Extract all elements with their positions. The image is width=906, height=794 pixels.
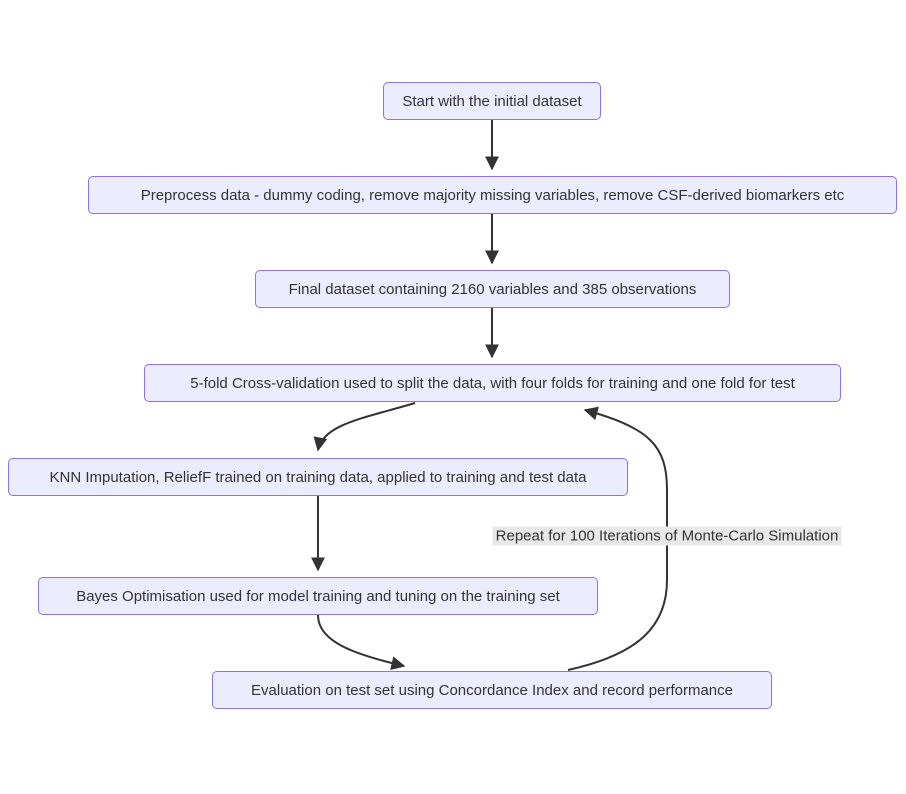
node-knn-imputation: KNN Imputation, ReliefF trained on train… <box>8 458 628 496</box>
edge-eval-cv-loop <box>567 406 668 671</box>
edge-cv-knn <box>313 402 416 452</box>
node-evaluation: Evaluation on test set using Concordance… <box>212 671 772 709</box>
edge-bayes-eval <box>317 614 406 670</box>
node-cross-validation: 5-fold Cross-validation used to split th… <box>144 364 841 402</box>
node-final-dataset: Final dataset containing 2160 variables … <box>255 270 730 308</box>
edge-label-monte-carlo-loop: Repeat for 100 Iterations of Monte-Carlo… <box>492 526 842 546</box>
node-start: Start with the initial dataset <box>383 82 601 120</box>
node-preprocess: Preprocess data - dummy coding, remove m… <box>88 176 897 214</box>
node-bayes-optimisation: Bayes Optimisation used for model traini… <box>38 577 598 615</box>
